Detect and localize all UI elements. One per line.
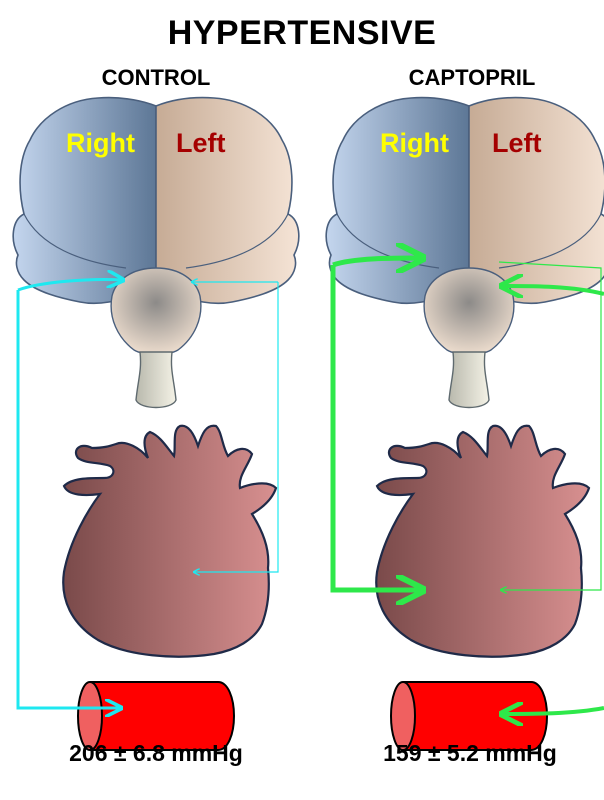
page-title: HYPERTENSIVE xyxy=(0,14,604,53)
captopril-right-hemisphere-label: Right xyxy=(380,128,449,159)
captopril-left-hemisphere-label: Left xyxy=(492,128,542,159)
control-panel xyxy=(13,98,299,750)
brain-icon xyxy=(326,98,604,408)
captopril-heading: CAPTOPRIL xyxy=(362,65,582,91)
control-pressure: 206 ± 6.8 mmHg xyxy=(36,740,276,767)
brain-icon xyxy=(13,98,299,408)
captopril-panel xyxy=(326,98,604,750)
heart-icon xyxy=(376,426,589,657)
heart-icon xyxy=(63,426,276,657)
control-right-hemisphere-label: Right xyxy=(66,128,135,159)
captopril-pressure: 159 ± 5.2 mmHg xyxy=(350,740,590,767)
control-heading: CONTROL xyxy=(46,65,266,91)
control-left-hemisphere-label: Left xyxy=(176,128,226,159)
